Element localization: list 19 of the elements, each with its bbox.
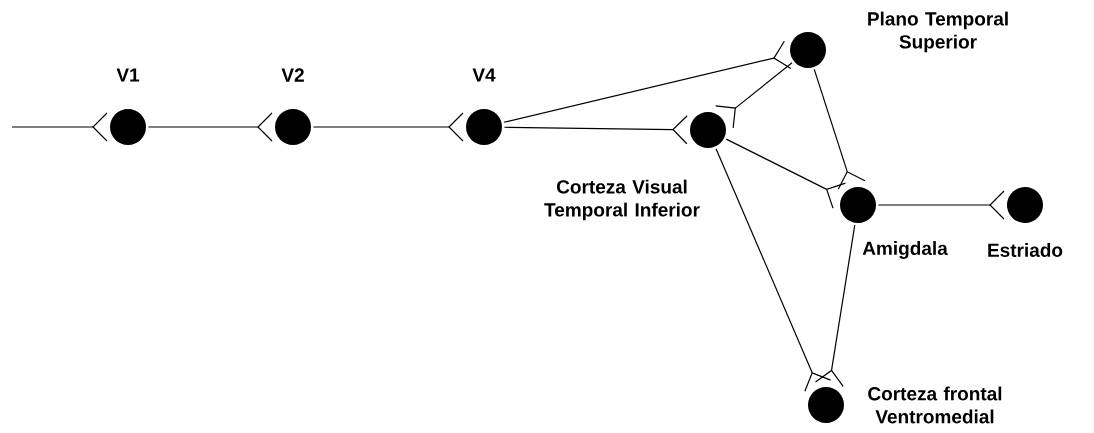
region-label: Corteza frontal Ventromedial [868,386,1002,424]
region-label: V2 [281,68,304,82]
region-label: Plano Temporal Superior [868,11,1008,53]
synapse-connector [503,115,688,145]
synapse-connector [312,112,464,142]
region-label: Amigdala [862,241,948,259]
region-label: V1 [116,68,140,82]
synapse-connector [503,40,792,123]
synapse-connector [147,112,273,142]
synapse-connector [11,112,108,142]
synapse-connector [813,68,866,190]
synapse-connector [725,138,847,209]
synapse-connector [715,62,793,129]
synapse-connector [715,148,832,392]
region-label: Estriado [988,243,1063,257]
region-label: V4 [472,68,496,82]
synapse-connector [814,224,856,388]
region-label: Corteza Visual Temporal Inferior [544,179,700,221]
synapse-connector [877,190,1005,220]
